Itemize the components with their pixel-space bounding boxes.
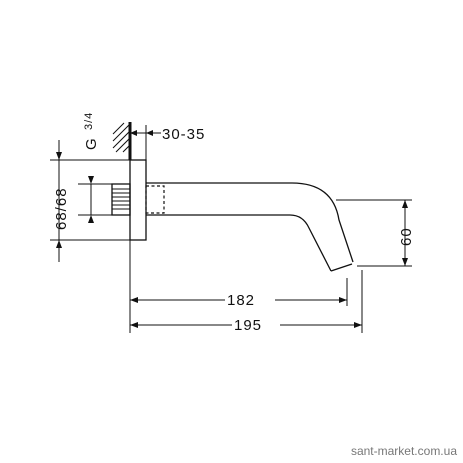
wall-plate — [129, 159, 147, 241]
dim-thread-label: G — [83, 137, 100, 150]
dim-height-range-label: 68/68 — [53, 187, 70, 230]
dim-wall-thickness-label: 30-35 — [162, 126, 205, 143]
dim-wall-thickness: 30-35 — [130, 125, 205, 160]
dim-thread: G 3/4 — [78, 112, 112, 223]
dim-projection-total: 195 — [130, 270, 363, 334]
dim-height-range: 68/68 — [50, 140, 130, 262]
dim-projection-inner-label: 182 — [227, 292, 255, 309]
dim-projection-inner: 182 — [129, 240, 348, 333]
wall-hatch — [112, 122, 130, 153]
dim-spout-height-label: 60 — [398, 227, 415, 246]
watermark: sant-market.com.ua — [351, 444, 457, 458]
threaded-connector — [111, 183, 131, 216]
dim-spout-height: 60 — [336, 199, 415, 267]
dim-projection-total-label: 195 — [234, 317, 262, 334]
dim-thread-size-label: 3/4 — [83, 112, 95, 130]
hidden-fitting — [145, 185, 165, 214]
spout-body — [146, 182, 354, 272]
